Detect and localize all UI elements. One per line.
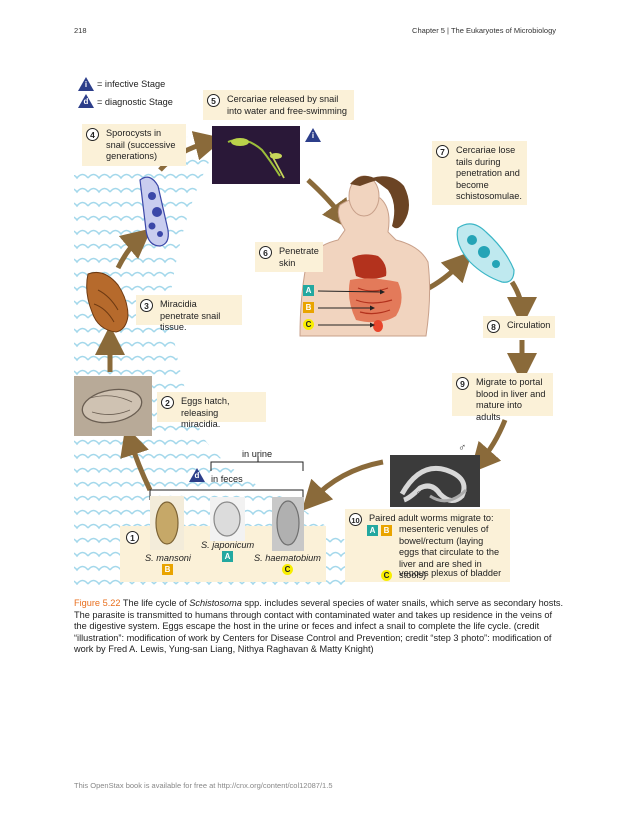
step-7-card: 7 Cercariae lose tails during penetratio… bbox=[432, 141, 527, 205]
human-figure bbox=[299, 175, 431, 337]
step-6-number: 6 bbox=[259, 246, 272, 259]
species-haematobium: S. haematobium bbox=[254, 553, 321, 563]
arrow-worms-to-eggs bbox=[301, 459, 384, 511]
caption-text-2: spp. includes several species of water s… bbox=[74, 598, 564, 655]
arrow-human-to-schistosomulae bbox=[423, 251, 473, 293]
step-10-marker-a: A bbox=[367, 525, 378, 536]
arrow-eggs-to-step2 bbox=[120, 425, 153, 492]
step-9-card: 9 Migrate to portal blood in liver and m… bbox=[452, 373, 553, 422]
arrow-cercariae-to-human bbox=[306, 178, 352, 231]
arrow-to-circulation bbox=[506, 280, 537, 327]
female-symbol: ♀ bbox=[415, 489, 423, 500]
japonicum-marker-a: A bbox=[222, 551, 233, 562]
caption-text-1: The life cycle of bbox=[120, 598, 190, 608]
species-mansoni: S. mansoni bbox=[145, 553, 191, 563]
step-10-number: 10 bbox=[349, 513, 362, 526]
male-symbol: ♂ bbox=[458, 442, 467, 454]
marker-c: C bbox=[303, 319, 314, 330]
haematobium-marker-c: C bbox=[282, 564, 293, 575]
step-4-card: 4 Sporocysts in snail (successive genera… bbox=[82, 124, 186, 166]
infective-stage-icon bbox=[78, 77, 94, 91]
step-10-marker-c: C bbox=[381, 570, 392, 581]
step-5-text: Cercariae released by snail into water a… bbox=[227, 94, 347, 116]
step-7-text: Cercariae lose tails during penetration … bbox=[456, 145, 522, 202]
step-9-number: 9 bbox=[456, 377, 469, 390]
step-4-number: 4 bbox=[86, 128, 99, 141]
step-3-card: 3 Miracidia penetrate snail tissue. bbox=[136, 295, 242, 332]
infective-marker-letter: i bbox=[311, 131, 315, 140]
step-2-text: Eggs hatch, releasing miracidia. bbox=[181, 396, 230, 430]
step-5-number: 5 bbox=[207, 94, 220, 107]
step-2-number: 2 bbox=[161, 396, 174, 409]
step-3-text: Miracidia penetrate snail tissue. bbox=[160, 299, 221, 333]
step-10-card: 10 Paired adult worms migrate to: A B me… bbox=[345, 509, 510, 582]
step-8-text: Circulation bbox=[507, 320, 551, 330]
arrow-snail-to-sporocyst bbox=[115, 228, 152, 270]
water-waves bbox=[74, 135, 345, 585]
diagnostic-stage-marker-icon bbox=[189, 468, 205, 482]
arrow-to-adult-worms bbox=[470, 419, 508, 474]
diagnostic-letter: d bbox=[83, 97, 89, 106]
legend-infective-text: = infective Stage bbox=[97, 79, 166, 89]
step-5-card: 5 Cercariae released by snail into water… bbox=[203, 90, 354, 120]
step-8-number: 8 bbox=[487, 320, 500, 333]
snail bbox=[86, 271, 129, 333]
step-10-c-text: venous plexus of bladder bbox=[399, 568, 502, 578]
infective-letter: i bbox=[84, 80, 88, 89]
step-6-text: Penetrate skin bbox=[279, 246, 319, 268]
step-10-ab-text: mesenteric venules of bowel/rectum (layi… bbox=[399, 524, 500, 581]
in-urine-label: in urine bbox=[242, 449, 273, 459]
mansoni-marker-b: B bbox=[162, 564, 173, 575]
step-1-number: 1 bbox=[126, 531, 139, 544]
diagnostic-marker-letter: d bbox=[194, 471, 200, 480]
diagnostic-stage-icon bbox=[78, 94, 94, 108]
marker-a: A bbox=[303, 285, 314, 296]
figure-label: Figure 5.22 bbox=[74, 598, 121, 608]
step-10-marker-b: B bbox=[381, 525, 392, 536]
step-4-text: Sporocysts in snail (successive generati… bbox=[106, 128, 176, 162]
step-9-text: Migrate to portal blood in liver and mat… bbox=[476, 377, 546, 422]
legend-diagnostic-text: = diagnostic Stage bbox=[97, 97, 173, 107]
step-7-number: 7 bbox=[436, 145, 449, 158]
life-cycle-artwork bbox=[74, 126, 537, 585]
step-8-card: 8 Circulation bbox=[483, 316, 555, 338]
step-10-text: Paired adult worms migrate to: bbox=[369, 513, 494, 523]
in-feces-label: in feces bbox=[211, 474, 243, 484]
chapter-title: Chapter 5 | The Eukaryotes of Microbiolo… bbox=[412, 26, 556, 35]
feces-bracket bbox=[149, 489, 304, 500]
figure-caption: Figure 5.22 The life cycle of Schistosom… bbox=[74, 598, 564, 656]
footer-link[interactable]: This OpenStax book is available for free… bbox=[74, 781, 333, 790]
caption-italic: Schistosoma bbox=[189, 598, 242, 608]
species-japonicum: S. japonicum bbox=[201, 540, 255, 550]
infective-stage-marker-icon bbox=[305, 128, 321, 142]
step-3-number: 3 bbox=[140, 299, 153, 312]
step-2-card: 2 Eggs hatch, releasing miracidia. bbox=[157, 392, 266, 429]
step-6-card: 6 Penetrate skin bbox=[255, 242, 323, 272]
page-number: 218 bbox=[74, 26, 87, 35]
cercariae-photo bbox=[212, 126, 300, 184]
marker-b: B bbox=[303, 302, 314, 313]
urine-bracket bbox=[210, 461, 304, 471]
